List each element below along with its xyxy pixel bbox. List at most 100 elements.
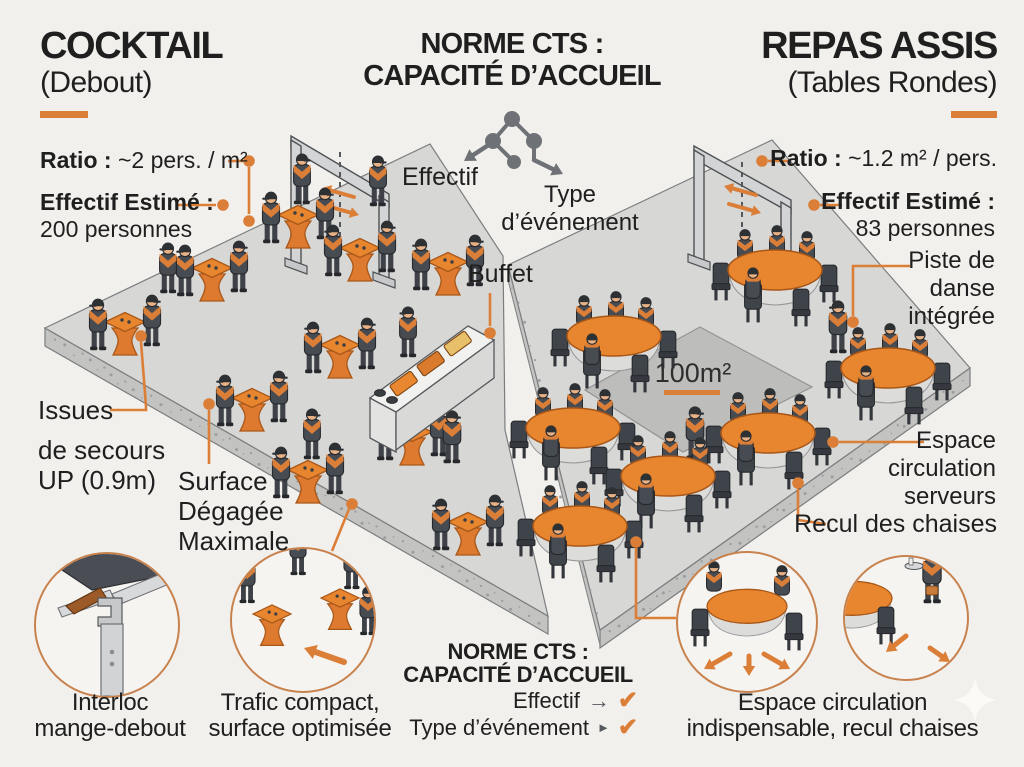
standing-figure: [465, 234, 485, 287]
sparkle-decoration: [954, 678, 996, 722]
cocktail-table: [318, 334, 362, 379]
chair: [819, 264, 839, 303]
chair: [596, 544, 616, 583]
cocktail-table: [276, 204, 320, 249]
seated-figure: [774, 565, 790, 596]
buffet-tray: [389, 370, 418, 397]
chair: [876, 606, 896, 645]
chair: [589, 446, 609, 485]
callout-connectors: [110, 155, 924, 620]
buffet-table: [368, 325, 496, 454]
cocktail-group: [411, 234, 485, 296]
round-table-group: [516, 481, 644, 583]
branch-type-line1: Type: [543, 181, 597, 208]
accent-bar-right: [951, 111, 997, 118]
dance-floor-callout: Piste de danse intégrée: [908, 247, 995, 331]
cocktail-table: [446, 511, 490, 556]
chair: [712, 470, 732, 509]
standing-figure: [88, 298, 108, 351]
buffet-tray: [416, 350, 445, 377]
vignette1-caption: Interloc mange-debout: [22, 690, 198, 742]
round-table: [706, 588, 788, 637]
vignette34-caption: Espace circulation indispensable, recul …: [660, 690, 1005, 742]
standing-figure: [293, 153, 311, 205]
standing-figure: [159, 242, 177, 294]
dance-callout-line2: danse: [929, 275, 995, 302]
chair-clearance-callout: Recul des chaises: [794, 510, 997, 538]
headcount-right-label: Effectif Estimé :: [821, 188, 995, 214]
accent-bar-left: [40, 111, 88, 118]
summary-title-line2: CAPACITÉ D’ACCUEIL: [403, 662, 633, 687]
seated-figure-back: [549, 523, 567, 579]
summary-row-effectif: Effectif → ✔: [398, 688, 638, 713]
chair: [684, 494, 704, 533]
surface-label: Surface Dégagée Maximale: [178, 466, 289, 556]
cocktail-table: [251, 604, 293, 646]
seated-figure-back: [583, 333, 601, 389]
standing-figure: [357, 317, 377, 370]
vignette2-caption: Trafic compact, surface optimisée: [198, 690, 402, 742]
chair: [550, 328, 570, 367]
surface-line3: Maximale: [178, 526, 290, 556]
summary-item-effectif: Effectif: [513, 688, 580, 713]
cocktail-table: [319, 588, 361, 630]
branch-type: Type d’événement: [500, 181, 640, 237]
decision-branch-icon: [464, 111, 563, 176]
cocktail-group: [303, 317, 377, 379]
title-center-line1: NORME CTS :: [420, 28, 605, 60]
title-cocktail: COCKTAIL: [40, 25, 224, 67]
headcount-right-value: 83 personnes: [855, 215, 995, 241]
ratio-left-value: ~2 pers. / m²: [111, 147, 248, 173]
chair: [711, 262, 731, 301]
ratio-right-label: Ratio :: [770, 145, 842, 171]
vignette-server-circulation: [843, 555, 969, 681]
seated-figure: [730, 392, 746, 423]
exit-label-line1: Issues: [38, 395, 114, 425]
standing-figure: [303, 408, 321, 460]
ratio-left: Ratio : ~2 pers. / m²: [40, 147, 248, 174]
vignette2-caption-line2: surface optimisée: [208, 715, 392, 742]
circulation-line2: circulation: [887, 455, 996, 482]
standing-figure: [485, 494, 505, 547]
dance-area-label: 100m²: [654, 358, 732, 388]
dance-callout-line1: Piste de: [908, 247, 995, 274]
chair: [704, 425, 724, 464]
standing-figure: [442, 410, 462, 464]
headcount-left-label: Effectif Estimé :: [40, 189, 214, 215]
seated-figure: [850, 327, 866, 358]
cocktail-group: [323, 220, 397, 282]
summary-title-line1: NORME CTS :: [447, 639, 589, 664]
standing-figure: [261, 191, 281, 244]
standing-figure: [271, 446, 291, 499]
chair: [904, 386, 924, 425]
branch-effectif: Effectif: [402, 163, 478, 191]
subtitle-tables-rondes: (Tables Rondes): [787, 66, 998, 99]
chair: [509, 420, 529, 459]
vignette-server-circulation-content: [845, 557, 950, 662]
summary-item-type: Type d’événement: [409, 715, 590, 740]
standing-figure: [289, 549, 307, 576]
round-table-group: [711, 225, 839, 327]
chair: [630, 354, 650, 393]
surface-line1: Surface: [178, 466, 268, 496]
circulation-line3: serveurs: [903, 483, 996, 510]
standing-figure: [303, 321, 323, 374]
vignette2-caption-line1: Trafic compact,: [220, 689, 380, 716]
seated-figure-back: [542, 425, 560, 481]
chair: [658, 330, 678, 369]
exit-label-rest: de secours UP (0.9m): [38, 435, 165, 495]
standing-figure: [323, 224, 343, 277]
standing-figure: [369, 155, 387, 207]
cocktail-group: [175, 240, 249, 302]
vignette34-caption-line2: indispensable, recul chaises: [686, 715, 979, 742]
standing-figure: [325, 442, 345, 495]
cocktail-table: [286, 459, 330, 504]
standing-figure: [828, 300, 848, 354]
chair: [791, 288, 811, 327]
standing-figure: [411, 238, 431, 291]
exit-label-line2: de secours: [38, 435, 166, 465]
chair: [516, 518, 536, 557]
arrow-right-icon: →: [587, 688, 610, 713]
branch-type-line2: d’événement: [501, 209, 639, 236]
